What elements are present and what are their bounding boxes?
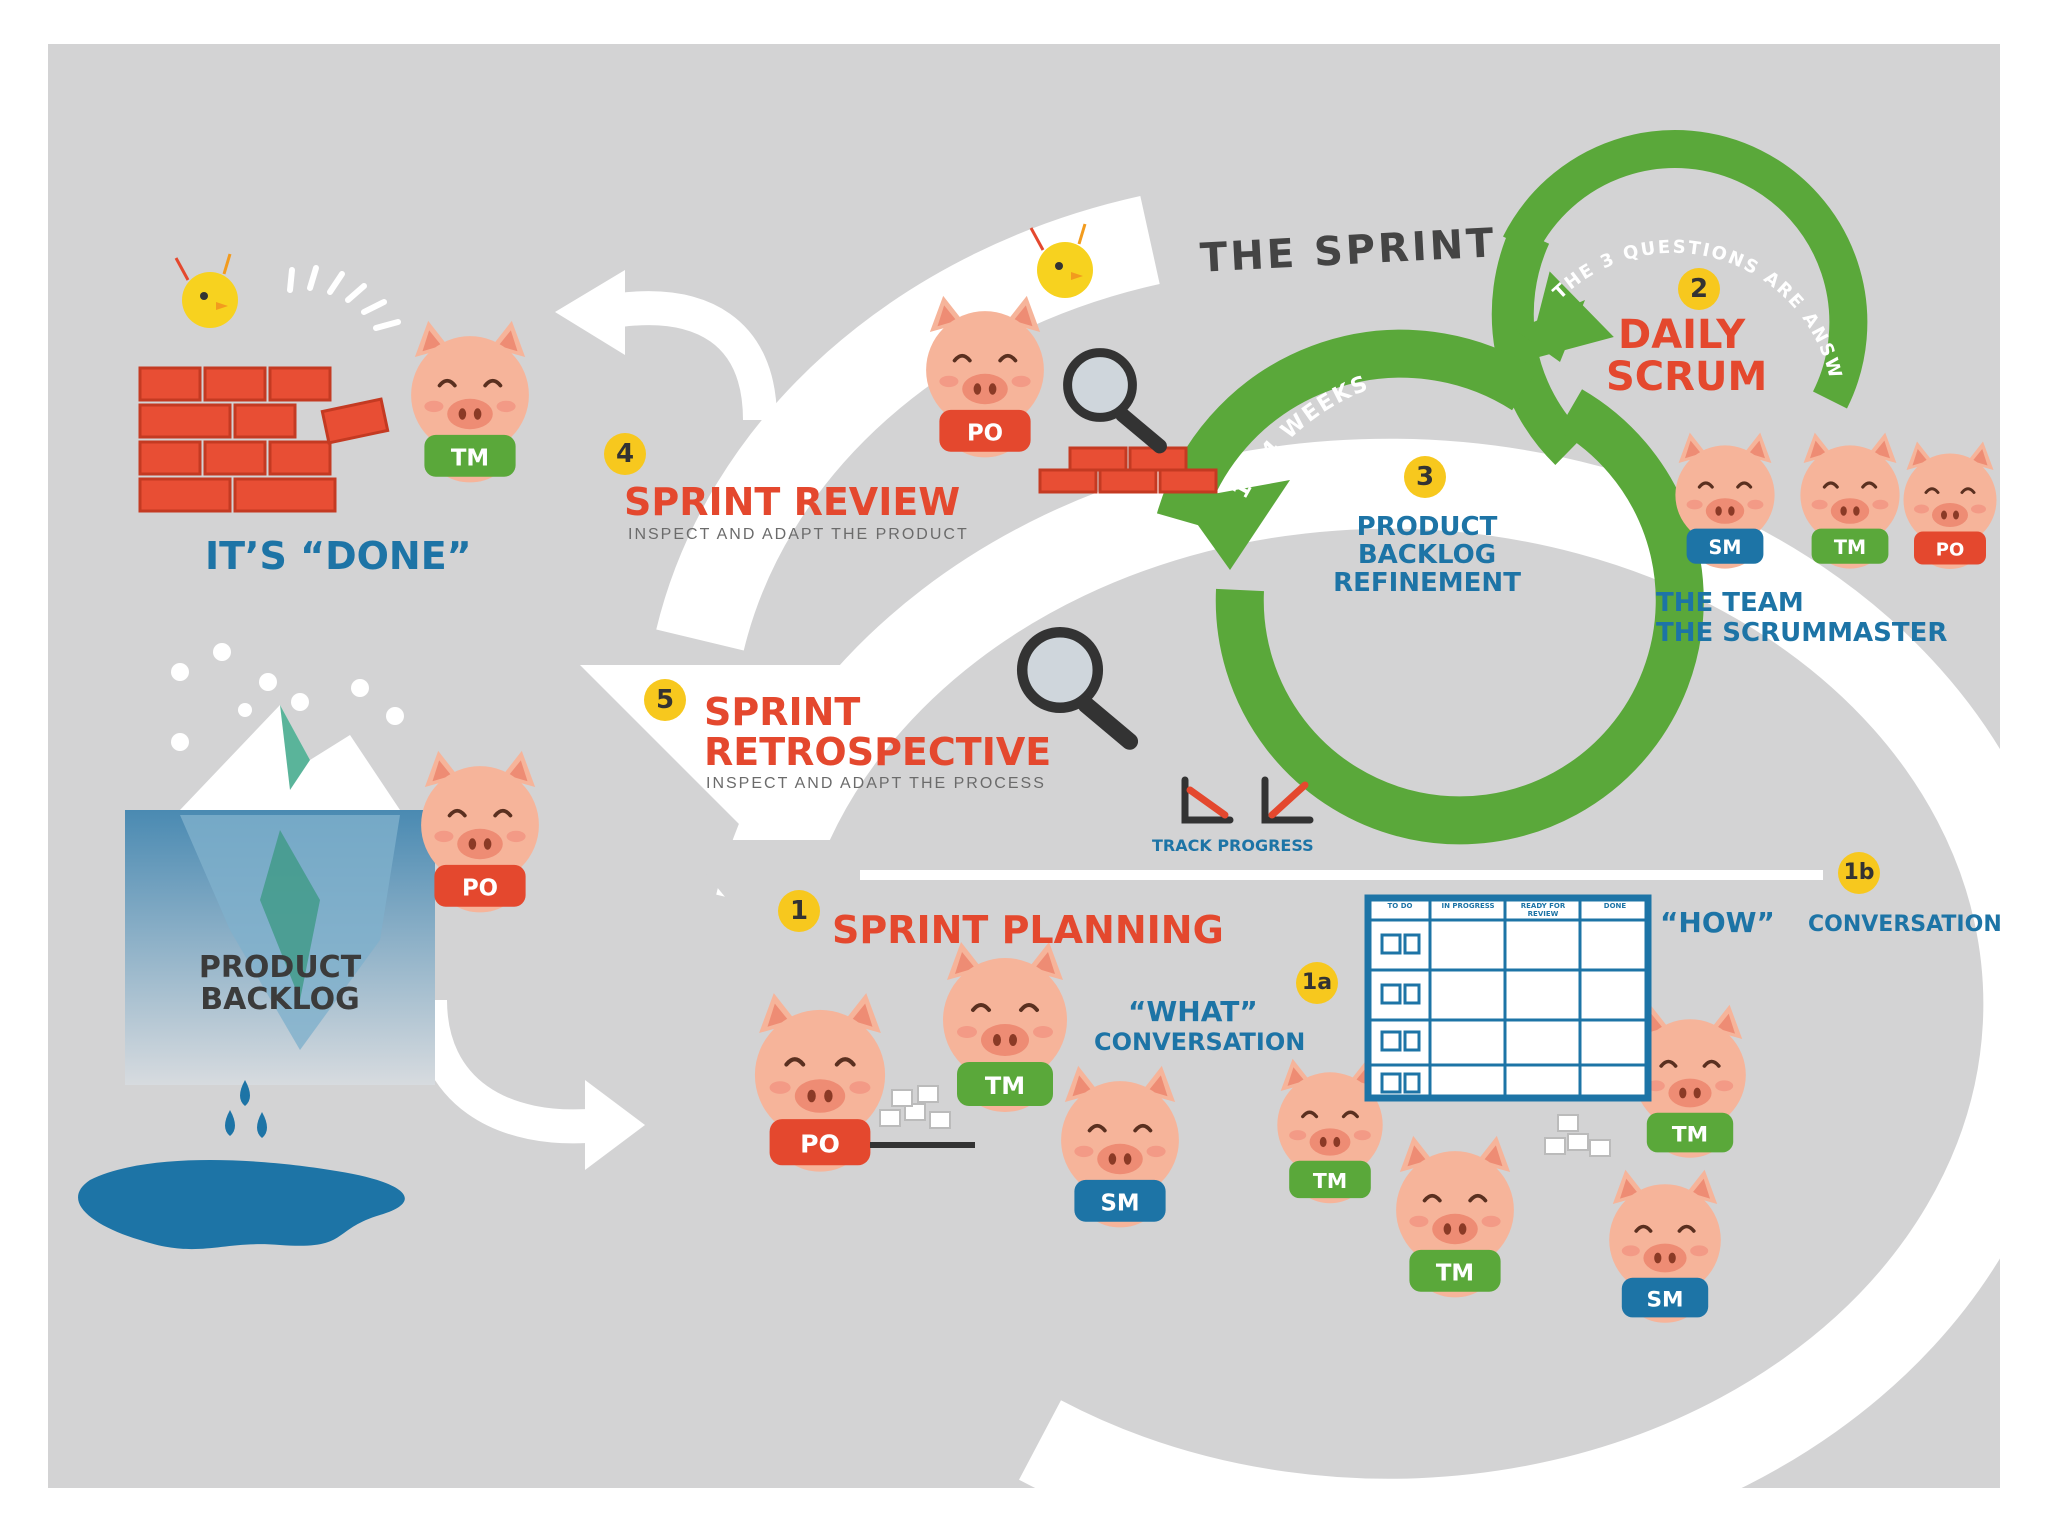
sprint-review-subtitle: INSPECT AND ADAPT THE PRODUCT [628,526,969,543]
sparkle-rays [287,265,401,331]
svg-text:PO: PO [462,875,498,901]
planning-tray [870,1142,975,1148]
svg-text:TM: TM [985,1072,1025,1100]
pig-po-daily: PO [1902,440,1998,571]
step-2-badge: 2 [1678,268,1720,310]
retrospective-title-line1: SPRINT [704,690,861,734]
small-brick-stack [1038,446,1218,494]
what-conversation-line2: CONVERSATION [1094,1028,1306,1056]
arrow-review-to-done-head [555,270,625,355]
svg-text:TM: TM [451,445,489,471]
track-progress-label: TRACK PROGRESS [1152,836,1314,855]
retrospective-subtitle: INSPECT AND ADAPT THE PROCESS [706,775,1046,792]
task-board [1364,894,1652,1102]
iceberg [125,705,435,1085]
refinement-loop [1156,329,1704,845]
pig-tm-how: TM [1632,1002,1748,1160]
board-col-done: DONE [1603,902,1627,910]
done-label: IT’S “DONE” [205,534,472,578]
scrummaster-label: THE SCRUMMASTER [1656,618,1948,648]
step-4-badge: 4 [604,433,646,475]
daily-scrum-line2: SCRUM [1606,354,1768,400]
pig-tm-daily: TM [1798,431,1902,571]
step-3-badge: 3 [1404,456,1446,498]
svg-text:PO: PO [1936,540,1965,561]
pig-po-planning: PO [755,993,885,1172]
snow-dots [171,643,404,751]
planning-arrowhead [678,840,860,1060]
refinement-line3: REFINEMENT [1333,568,1521,598]
step-1b-badge: 1b [1838,852,1880,894]
pig-po-review: PO [924,293,1046,460]
product-backlog-line2: BACKLOG [200,982,360,1017]
arrow-review-to-done [617,291,777,421]
how-conversation-word: CONVERSATION [1808,912,2002,937]
divider-line [775,870,1823,880]
board-col-todo: TO DO [1387,902,1413,910]
svg-text:SM: SM [1709,536,1742,559]
daily-loop-head [1526,271,1614,361]
product-backlog-line1: PRODUCT [198,950,362,985]
svg-text:SM: SM [1100,1190,1139,1216]
pig-po-backlog: PO [419,749,541,915]
svg-text:SM: SM [1646,1288,1683,1313]
refinement-line2: BACKLOG [1357,540,1497,570]
step-5-badge: 5 [644,679,686,721]
pig-tm-planning: TM [941,940,1069,1114]
brick-wall [138,366,390,513]
refinement-line1: PRODUCT [1356,512,1498,542]
pig-sm-daily: SM [1673,431,1777,571]
board-col-ready: READY FOR REVIEW [1520,902,1566,918]
pig-tm-what: TM [1275,1056,1385,1205]
daily-scrum-loop [1491,130,1868,466]
sprint-planning-title: SPRINT PLANNING [832,908,1224,952]
board-col-in-progress: IN PROGRESS [1441,902,1495,910]
pig-sm-how: SM [1607,1168,1723,1325]
retrospective-title-line2: RETROSPECTIVE [704,730,1052,774]
daily-scrum-line1: DAILY [1618,312,1746,358]
svg-text:TM: TM [1672,1123,1708,1148]
pig-tm-center: TM [1394,1134,1516,1300]
water-drops [225,1080,267,1138]
svg-text:TM: TM [1436,1260,1474,1286]
pig-sm-planning: SM [1059,1064,1181,1230]
sticky-notes [879,1085,1611,1157]
how-conversation-quote: “HOW” [1660,906,1775,939]
svg-text:TM: TM [1313,1169,1347,1193]
svg-text:TM: TM [1834,536,1866,559]
arrow-backlog-to-planning-head [585,1080,645,1170]
svg-text:PO: PO [967,420,1003,446]
step-1-badge: 1 [778,890,820,932]
team-label: THE TEAM [1656,588,1804,618]
sprint-review-title: SPRINT REVIEW [624,480,961,524]
step-1a-badge: 1a [1296,962,1338,1004]
pig-tm-done: TM [409,318,531,485]
water-puddle [78,1160,405,1250]
svg-text:PO: PO [800,1130,840,1159]
what-conversation-line1: “WHAT” [1128,995,1258,1028]
burndown-icon [1181,776,1314,824]
